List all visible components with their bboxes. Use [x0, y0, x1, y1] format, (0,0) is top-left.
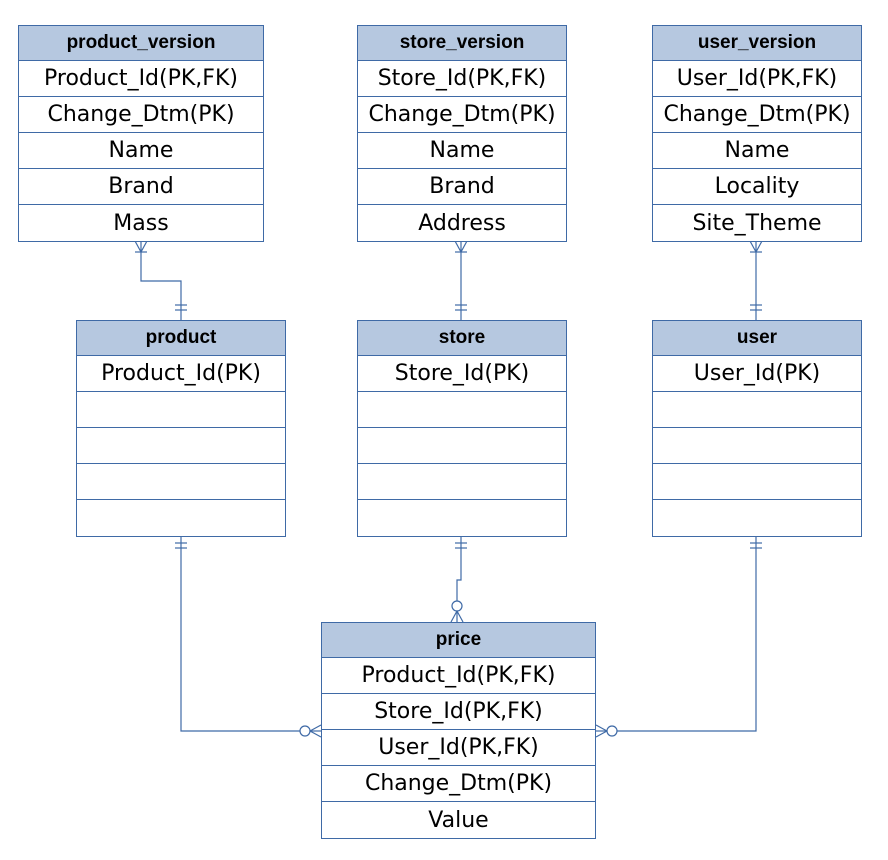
entity-product-version: product_version Product_Id(PK,FK) Change…	[18, 25, 264, 242]
connector-store-price	[456, 536, 462, 601]
entity-field: Address	[418, 210, 506, 236]
one-bar-icon	[175, 304, 187, 311]
entity-field: Product_Id(PK,FK)	[322, 658, 595, 694]
entity-field: Store_Id(PK)	[358, 356, 566, 392]
entity-field: User_Id(PK)	[653, 356, 861, 392]
connector-user-price	[617, 536, 757, 732]
connector-product-product-version	[140, 241, 182, 320]
entity-field: Mass	[113, 210, 169, 236]
one-bar-icon	[750, 542, 762, 549]
entity-field: Site_Theme	[692, 210, 822, 236]
entity-field: Locality	[653, 169, 861, 205]
entity-field: Name	[653, 133, 861, 169]
one-bar-icon	[455, 542, 467, 549]
crowfoot-zero-many-icon	[450, 600, 464, 623]
entity-title: store_version	[358, 26, 566, 61]
entity-field	[653, 500, 861, 536]
connector-product-price	[180, 536, 300, 732]
entity-field: Product_Id(PK,FK)	[19, 61, 263, 97]
entity-title: user_version	[653, 26, 861, 61]
entity-field: Name	[19, 133, 263, 169]
entity-user: user User_Id(PK)	[652, 320, 862, 537]
one-bar-icon	[750, 304, 762, 311]
entity-field	[358, 500, 566, 536]
entity-field: Change_Dtm(PK)	[322, 766, 595, 802]
entity-field: Change_Dtm(PK)	[653, 97, 861, 133]
entity-field: User_Id(PK,FK)	[322, 730, 595, 766]
entity-field	[358, 428, 566, 464]
entity-field: Change_Dtm(PK)	[19, 97, 263, 133]
entity-title: price	[322, 623, 595, 658]
entity-field: Store_Id(PK,FK)	[322, 694, 595, 730]
entity-field: User_Id(PK,FK)	[653, 61, 861, 97]
crowfoot-zero-many-icon	[299, 724, 322, 738]
one-bar-icon	[455, 304, 467, 311]
crowfoot-many-icon	[749, 240, 763, 253]
crowfoot-many-icon	[454, 240, 468, 253]
entity-field	[653, 392, 861, 428]
entity-field	[653, 428, 861, 464]
entity-field: Brand	[358, 169, 566, 205]
entity-product: product Product_Id(PK)	[76, 320, 286, 537]
entity-field	[77, 464, 285, 500]
entity-title: product	[77, 321, 285, 356]
entity-field	[653, 464, 861, 500]
entity-store-version: store_version Store_Id(PK,FK) Change_Dtm…	[357, 25, 567, 242]
entity-price: price Product_Id(PK,FK) Store_Id(PK,FK) …	[321, 622, 596, 839]
entity-store: store Store_Id(PK)	[357, 320, 567, 537]
entity-field	[358, 464, 566, 500]
entity-user-version: user_version User_Id(PK,FK) Change_Dtm(P…	[652, 25, 862, 242]
entity-field	[358, 392, 566, 428]
entity-field: Name	[358, 133, 566, 169]
entity-field: Change_Dtm(PK)	[358, 97, 566, 133]
crowfoot-zero-many-icon	[595, 724, 618, 738]
entity-field	[77, 428, 285, 464]
entity-field: Store_Id(PK,FK)	[358, 61, 566, 97]
one-bar-icon	[175, 542, 187, 549]
entity-title: product_version	[19, 26, 263, 61]
entity-field	[77, 500, 285, 536]
entity-title: user	[653, 321, 861, 356]
entity-title: store	[358, 321, 566, 356]
entity-field: Value	[428, 807, 489, 833]
crowfoot-many-icon	[134, 240, 148, 253]
entity-field: Brand	[19, 169, 263, 205]
entity-field	[77, 392, 285, 428]
entity-field: Product_Id(PK)	[77, 356, 285, 392]
